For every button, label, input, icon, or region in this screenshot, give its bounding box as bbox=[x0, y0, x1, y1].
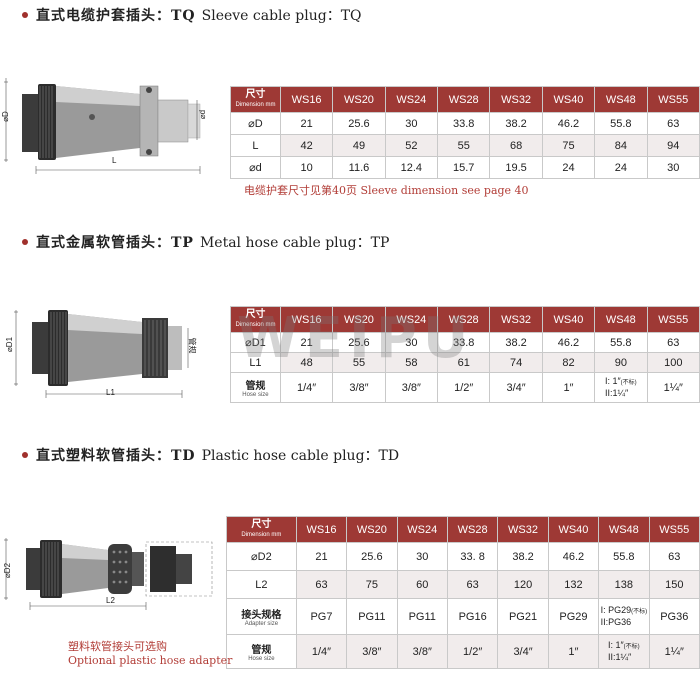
col-ws20: WS20 bbox=[332, 86, 386, 113]
dim-label-d1: ⌀D1 bbox=[5, 336, 15, 353]
dim-label-d: ⌀D bbox=[0, 111, 10, 122]
table-row: 接头规格 Adapter size PG7 PG11 PG11 PG16 PG2… bbox=[226, 598, 700, 635]
section-title-td: 直式塑料软管插头：TD Plastic hose cable plug：TD bbox=[22, 443, 399, 467]
drawing-tp bbox=[10, 302, 215, 402]
dim-label-d-inner: ⌀d bbox=[198, 109, 208, 120]
watermark: WEIPU bbox=[237, 306, 475, 371]
spec-table-tp: 尺寸 Dimension mm WS16 WS20 WS24 WS28 WS32… bbox=[230, 306, 700, 403]
title-cn: 直式塑料软管插头：TD bbox=[36, 448, 196, 464]
col-ws16: WS16 bbox=[295, 516, 348, 543]
col-ws16: WS16 bbox=[279, 306, 334, 333]
col-ws28: WS28 bbox=[437, 86, 491, 113]
col-ws48: WS48 bbox=[594, 86, 648, 113]
sleeve-note: 电缆护套尺寸见第40页 Sleeve dimension see page 40 bbox=[244, 184, 529, 197]
adapter-note: 塑料软管接头可选购 Optional plastic hose adapter bbox=[68, 640, 233, 667]
section-title-tq: 直式电缆护套插头：TQ Sleeve cable plug：TQ bbox=[22, 3, 362, 27]
table-row: ⌀D 21 25.6 30 33.8 38.2 46.2 55.8 63 bbox=[230, 112, 700, 135]
table-row: L1 48 55 58 61 74 82 90 100 bbox=[230, 352, 700, 373]
col-ws55: WS55 bbox=[646, 306, 700, 333]
col-ws40: WS40 bbox=[541, 86, 596, 113]
col-ws55: WS55 bbox=[648, 516, 700, 543]
bullet-icon bbox=[22, 12, 28, 18]
dim-label-pipe: 管规 bbox=[187, 337, 197, 354]
bullet-icon bbox=[22, 239, 28, 245]
title-en: Plastic hose cable plug：TD bbox=[201, 448, 400, 464]
title-en: Metal hose cable plug：TP bbox=[199, 235, 390, 251]
col-ws28: WS28 bbox=[446, 516, 499, 543]
dim-label-d2: ⌀D2 bbox=[3, 562, 13, 579]
col-ws32: WS32 bbox=[489, 306, 543, 333]
table-row: ⌀D2 21 25.6 30 33. 8 38.2 46.2 55.8 63 bbox=[226, 542, 700, 571]
col-ws55: WS55 bbox=[646, 86, 700, 113]
col-ws24: WS24 bbox=[384, 86, 439, 113]
col-ws40: WS40 bbox=[547, 516, 600, 543]
col-ws48: WS48 bbox=[598, 516, 650, 543]
table-row: L2 63 75 60 63 120 132 138 150 bbox=[226, 570, 700, 599]
header-dimension: 尺寸 Dimension mm bbox=[226, 516, 297, 543]
dim-label-l2: L2 bbox=[106, 596, 115, 605]
col-ws28: WS28 bbox=[437, 306, 491, 333]
col-ws24: WS24 bbox=[396, 516, 448, 543]
header-dimension: 尺寸 Dimension mm bbox=[230, 306, 281, 333]
bullet-icon bbox=[22, 452, 28, 458]
col-ws20: WS20 bbox=[332, 306, 386, 333]
header-dimension: 尺寸 Dimension mm bbox=[230, 86, 281, 113]
title-cn: 直式电缆护套插头：TQ bbox=[36, 8, 196, 24]
table-row: 管规 Hose size 1/4″ 3/8″ 3/8″ 1/2″ 3/4″ 1″… bbox=[226, 634, 700, 669]
drawing-td bbox=[0, 530, 225, 610]
section-title-tp: 直式金属软管插头：TP Metal hose cable plug：TP bbox=[22, 230, 389, 254]
title-en: Sleeve cable plug：TQ bbox=[201, 8, 362, 24]
table-row: ⌀D1 21 25.6 30 33.8 38.2 46.2 55.8 63 bbox=[230, 332, 700, 353]
col-ws16: WS16 bbox=[279, 86, 334, 113]
table-row: L 42 49 52 55 68 75 84 94 bbox=[230, 134, 700, 157]
table-row: 管规 Hose size 1/4″ 3/8″ 3/8″ 1/2″ 3/4″ 1″… bbox=[230, 372, 700, 403]
dim-label-l1: L1 bbox=[106, 388, 115, 397]
col-ws48: WS48 bbox=[594, 306, 648, 333]
col-ws32: WS32 bbox=[489, 86, 543, 113]
dim-label-l: L bbox=[112, 156, 117, 165]
col-ws32: WS32 bbox=[497, 516, 549, 543]
spec-table-tq: 尺寸 Dimension mm WS16 WS20 WS24 WS28 WS32… bbox=[230, 86, 700, 179]
title-cn: 直式金属软管插头：TP bbox=[36, 235, 194, 251]
col-ws20: WS20 bbox=[346, 516, 398, 543]
table-row: ⌀d 10 11.6 12.4 15.7 19.5 24 24 30 bbox=[230, 156, 700, 179]
col-ws40: WS40 bbox=[541, 306, 596, 333]
drawing-tq bbox=[0, 72, 225, 177]
spec-table-td: 尺寸 Dimension mm WS16 WS20 WS24 WS28 WS32… bbox=[226, 516, 700, 669]
